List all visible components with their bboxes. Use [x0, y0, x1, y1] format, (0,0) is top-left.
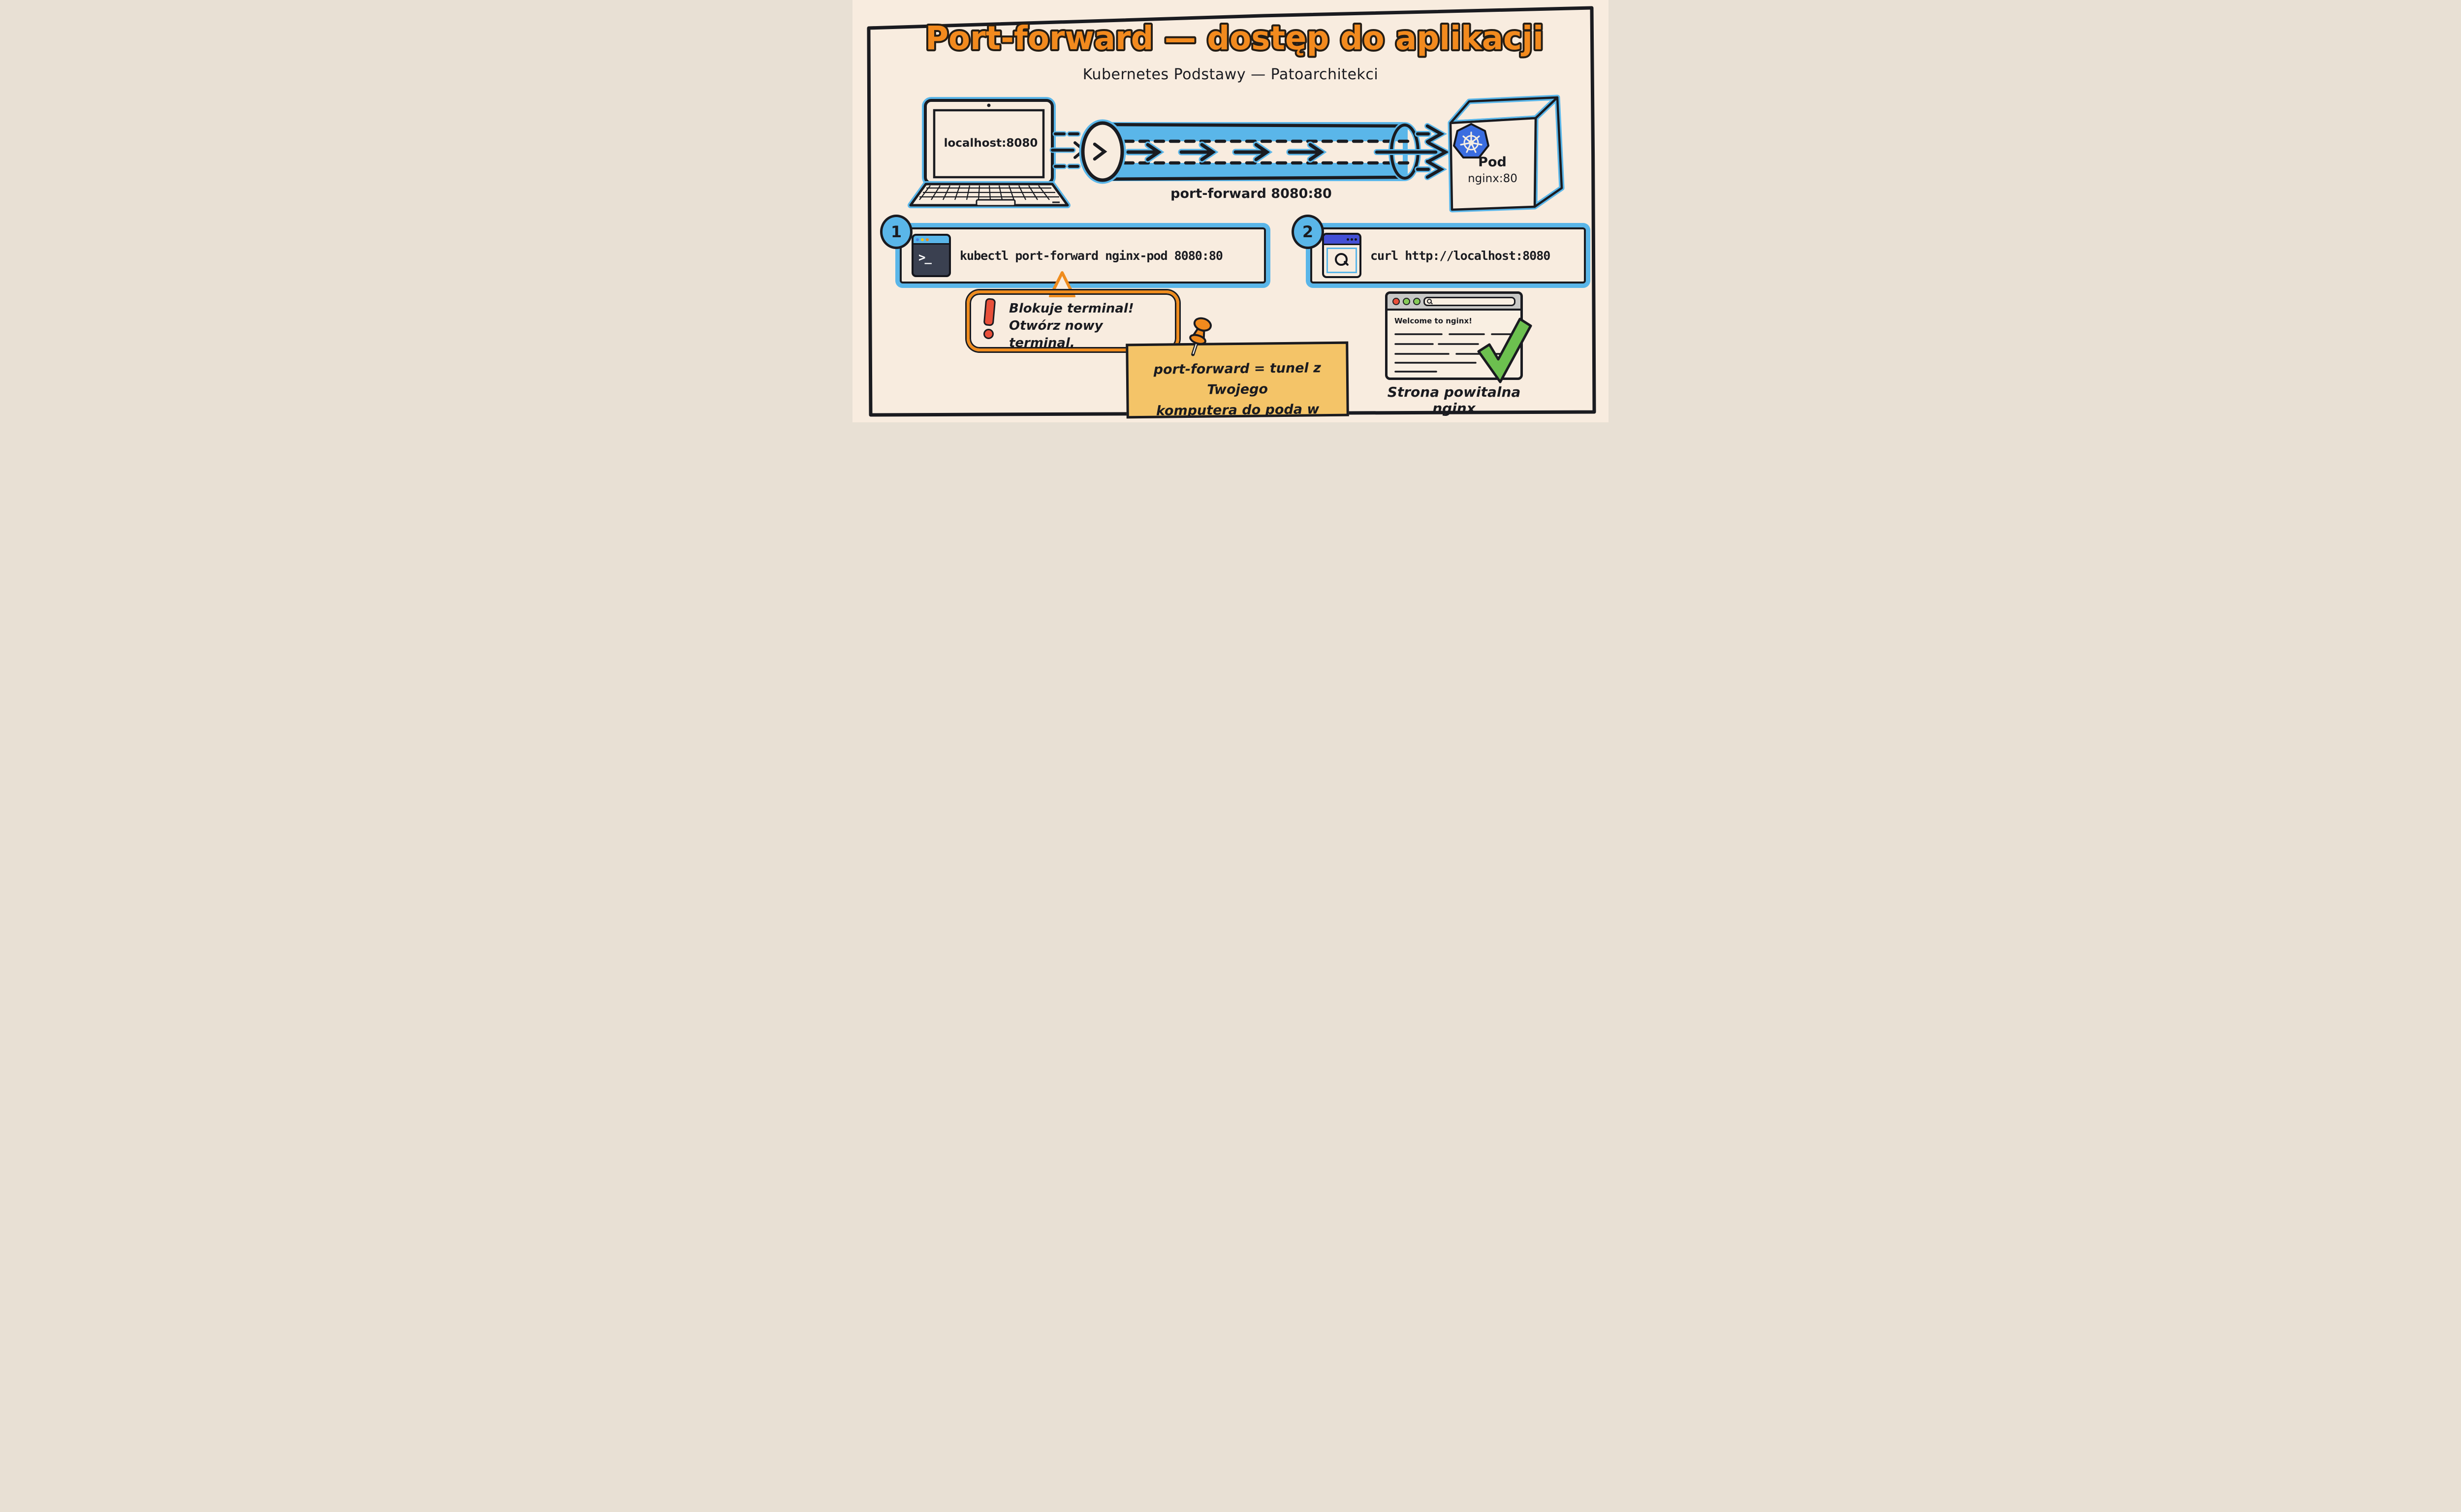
touchpad: [976, 199, 1016, 207]
exit-arrows: [1374, 123, 1452, 180]
terminal-prompt: >_: [918, 251, 932, 264]
terminal-icon: >_: [912, 234, 951, 277]
sticky-note-line-1: port-forward = tunel z Twojego: [1153, 360, 1322, 398]
browser-titlebar: [1388, 294, 1520, 311]
step-2-box: curl http://localhost:8080: [1310, 227, 1586, 284]
step-1-command: kubectl port-forward nginx-pod 8080:80: [960, 248, 1223, 263]
nginx-heading: Welcome to nginx!: [1394, 316, 1472, 325]
warning-callout: Blokuje terminal! Otwórz nowy terminal.: [967, 290, 1179, 351]
tunnel-label: port-forward 8080:80: [1170, 186, 1332, 201]
browser-search-icon: [1322, 233, 1361, 278]
traffic-dot-red: [1392, 297, 1400, 305]
terminal-titlebar: [914, 236, 949, 245]
address-bar: [1423, 296, 1515, 306]
pod-port-label: nginx:80: [1468, 172, 1517, 185]
pod-cube: [1448, 94, 1565, 213]
sticky-note: port-forward = tunel z Twojego komputera…: [1126, 341, 1349, 419]
poster-frame: [867, 6, 1596, 417]
pod-title: Pod: [1478, 155, 1507, 170]
magnifier-icon: [1335, 253, 1348, 266]
browser-caption: Strona powitalna nginx: [1387, 384, 1521, 416]
webcam-dot: [987, 103, 991, 107]
address-magnifier-icon: [1427, 299, 1432, 304]
page-title: Port-forward — dostęp do aplikacji: [925, 19, 1544, 57]
step-1-badge: 1: [880, 215, 913, 249]
scene-drawing: [867, 6, 1596, 417]
title-art: Port-forward — dostęp do aplikacji: [923, 17, 1546, 59]
step-2-badge: 2: [1292, 215, 1324, 249]
poster: Port-forward — dostęp do aplikacji Kuber…: [852, 0, 1609, 422]
step-1-number: 1: [890, 222, 902, 241]
sticky-note-line-2: komputera do poda w klastrze: [1156, 401, 1320, 419]
step-2-command: curl http://localhost:8080: [1370, 248, 1550, 263]
page-subtitle: Kubernetes Podstawy — Patoarchitekci: [1082, 66, 1379, 83]
exclamation-dot: [983, 329, 994, 339]
pushpin-icon: [1189, 317, 1212, 356]
step-1-box: >_ kubectl port-forward nginx-pod 8080:8…: [900, 227, 1266, 284]
laptop-icon: [908, 97, 1071, 208]
traffic-dot-green: [1403, 297, 1410, 305]
success-check-icon: [1477, 317, 1532, 383]
step-2-number: 2: [1302, 222, 1314, 241]
kubernetes-logo-icon: [1453, 123, 1489, 158]
warning-line-1: Blokuje terminal!: [1009, 301, 1134, 316]
tunnel: [1079, 119, 1452, 184]
browser-icon-titlebar: [1324, 235, 1359, 245]
laptop-screen-label: localhost:8080: [944, 137, 1038, 150]
entry-arrows: [1049, 131, 1086, 169]
keyboard-keys: [919, 185, 1059, 200]
traffic-dot-green-2: [1413, 297, 1420, 305]
warning-line-2: Otwórz nowy terminal.: [1009, 318, 1103, 351]
exclamation-icon: [983, 298, 996, 326]
